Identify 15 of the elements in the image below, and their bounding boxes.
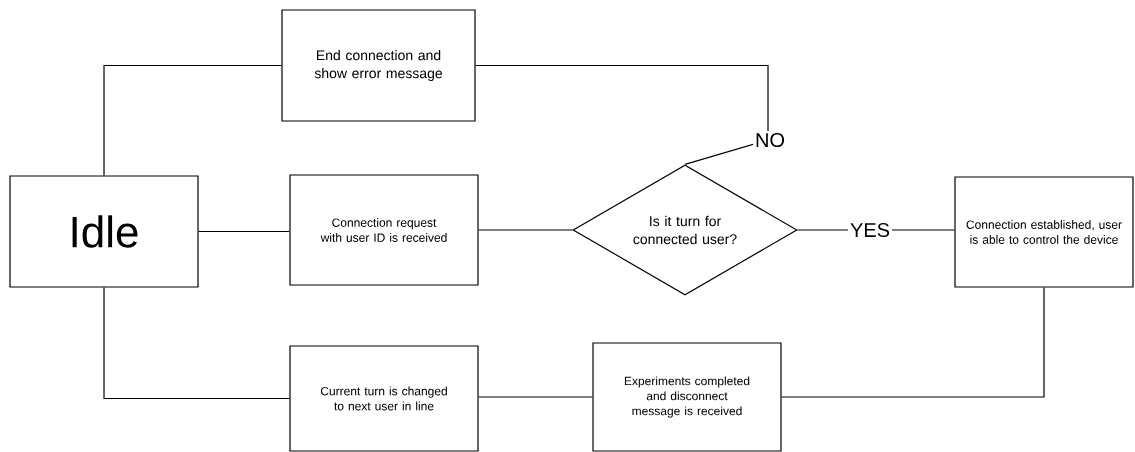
edge-label: NO <box>753 130 787 150</box>
connector-line <box>781 287 1045 398</box>
edge-label: YES <box>848 220 892 240</box>
connector-line <box>198 230 290 233</box>
connector-line <box>475 64 769 165</box>
process-box: Current turn is changed to next user in line <box>289 345 479 452</box>
process-box: Connection established, user is able to control the device <box>954 176 1134 288</box>
connector-line <box>478 229 573 231</box>
process-box: Experiments completed and disconnect message is received <box>592 342 782 452</box>
process-box: Connection request with user ID is received <box>289 174 479 286</box>
process-box: End connection and show error message <box>281 9 476 122</box>
connector-line <box>103 287 290 400</box>
connector-line <box>478 396 593 398</box>
process-box: Idle <box>9 175 199 288</box>
connector-line <box>103 64 282 176</box>
